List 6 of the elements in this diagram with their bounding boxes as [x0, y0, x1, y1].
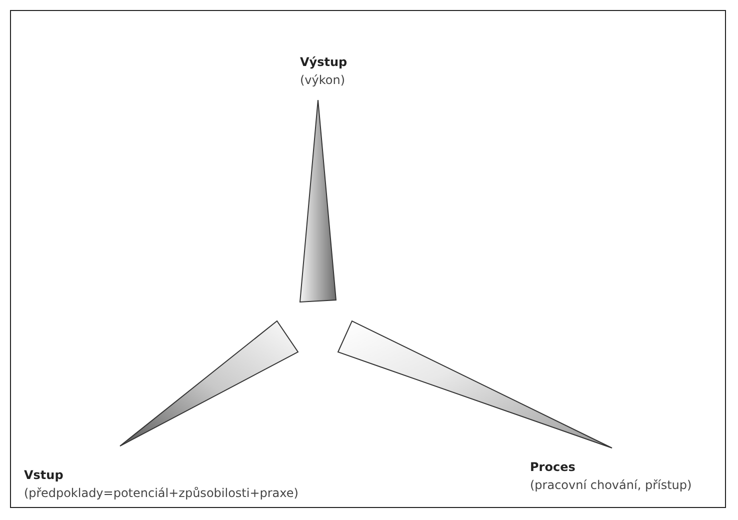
- description-text: (výkon): [300, 72, 346, 89]
- heading-text: Výstup: [300, 54, 348, 71]
- description-text: (pracovní chování, přístup): [530, 477, 692, 494]
- description-text: (předpoklady=potenciál+způsobilosti+praxe): [24, 485, 298, 502]
- heading-text: Vstup: [24, 467, 64, 484]
- heading-text: Proces: [530, 459, 576, 476]
